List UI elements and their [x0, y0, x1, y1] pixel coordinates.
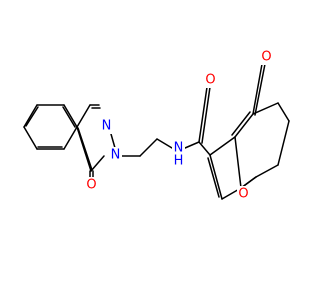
bond-12 — [110, 133, 116, 149]
label-mask-o-furan — [237, 186, 250, 202]
bond-3 — [63, 104, 78, 128]
bond-8 — [23, 126, 38, 150]
chemical-structure: N N O N H O O O — [23, 49, 290, 202]
bond-34 — [252, 102, 279, 115]
label-mask-o-ketone — [260, 49, 273, 65]
bond-24 — [198, 141, 211, 156]
atom-label-n-ring-lower: N — [111, 148, 121, 163]
bond-31 — [231, 111, 251, 136]
bond-26 — [234, 136, 242, 189]
bond-22 — [198, 86, 208, 143]
bond-25 — [209, 136, 236, 156]
bond-0 — [23, 104, 38, 128]
atom-label-o-amide: O — [205, 73, 215, 88]
label-mask-o-phthalazinone — [85, 177, 98, 193]
bond-20 — [156, 138, 173, 149]
bond-21 — [184, 141, 200, 149]
label-mask-n-ring-upper — [100, 118, 113, 134]
atom-label-o-ketone: O — [261, 50, 271, 65]
bond-layer — [23, 63, 290, 200]
bond-23 — [201, 86, 211, 144]
bond-28 — [209, 154, 223, 200]
label-mask-o-amide — [204, 72, 217, 88]
bond-29 — [207, 157, 220, 198]
atom-label-n-ring-upper: N — [102, 119, 112, 134]
bond-5 — [63, 126, 78, 150]
atom-label-layer: N N O N H O O O — [85, 49, 273, 202]
bond-9 — [76, 104, 91, 128]
bond-33 — [254, 63, 266, 116]
bond-1 — [25, 106, 39, 127]
atom-label-h-amide: H — [174, 154, 184, 169]
label-mask-h-amide — [172, 153, 185, 169]
bond-19 — [139, 138, 158, 157]
label-mask-n-ring-lower — [109, 147, 122, 163]
bond-15 — [77, 127, 93, 171]
bond-4 — [62, 106, 76, 128]
bond-35 — [277, 102, 290, 122]
bond-32 — [252, 63, 263, 115]
atom-label-o-furan: O — [238, 187, 248, 202]
bond-36 — [277, 120, 290, 166]
bond-13 — [90, 155, 105, 172]
bond-37 — [255, 164, 279, 178]
atom-label-n-amide: N — [174, 141, 184, 156]
bond-30 — [234, 113, 254, 138]
label-mask-n-amide — [172, 140, 185, 156]
atom-label-o-phthalazinone: O — [86, 178, 96, 193]
